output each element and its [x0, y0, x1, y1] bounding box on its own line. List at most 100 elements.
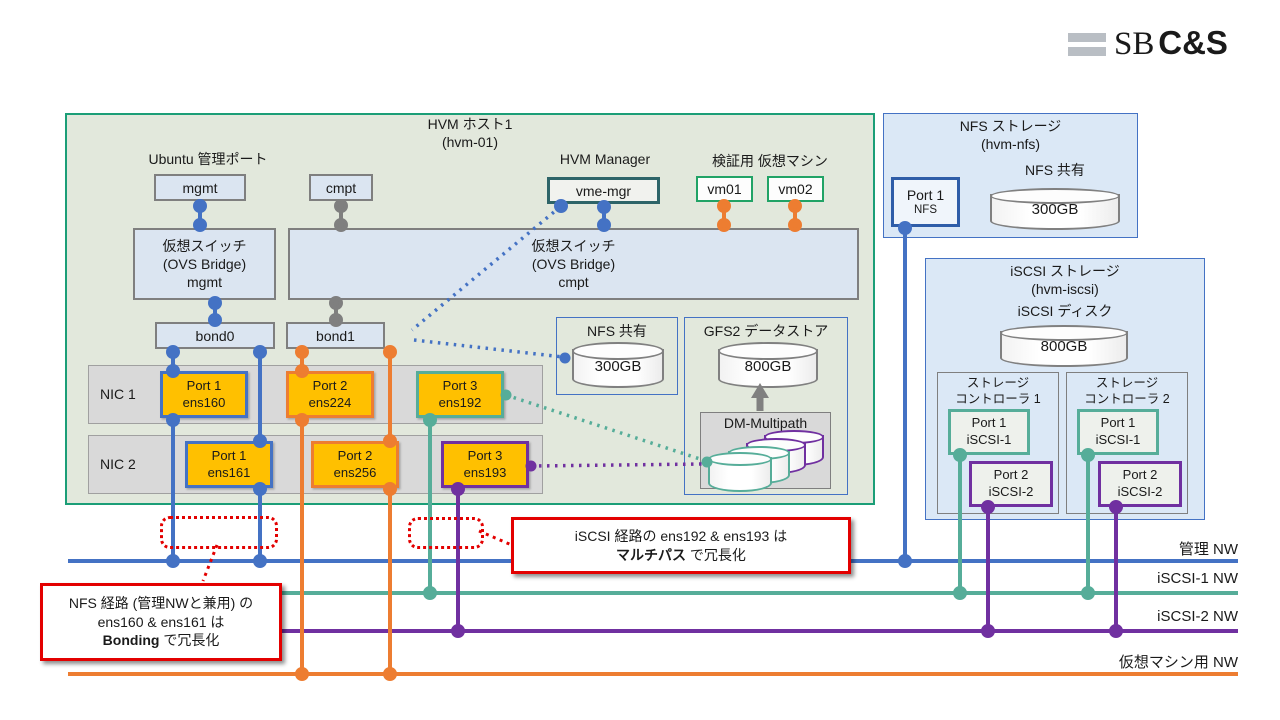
nfs-storage-cylinder: 300GB: [990, 188, 1120, 230]
iscsi-callout-line1: iSCSI 経路の ens192 & ens193 は: [574, 527, 788, 544]
ens161-l2: ens161: [207, 464, 251, 480]
bond1-box: bond1: [286, 322, 385, 349]
ens160-l2: ens160: [182, 394, 226, 410]
ctrl1-port2-box: Port 2 iSCSI-2: [969, 461, 1053, 507]
cylinder-top: [572, 342, 664, 360]
bond1-label: bond1: [316, 327, 355, 344]
ens161-l1: Port 1: [211, 447, 247, 463]
vm02-box: vm02: [767, 176, 824, 202]
iscsi-storage-title-line2: (hvm-iscsi): [1031, 280, 1099, 297]
iscsi-disk-cylinder: 800GB: [1000, 325, 1128, 367]
cmpt-port-label: cmpt: [325, 179, 357, 196]
ens224-l2: ens224: [308, 394, 352, 410]
ctrl2-port2-l2: iSCSI-2: [1117, 484, 1163, 499]
iscsi1-network-line: [68, 591, 1238, 595]
vme-mgr-box: vme-mgr: [547, 177, 660, 204]
vswitch-cmpt-l1: 仮想スイッチ: [531, 237, 616, 254]
ctrl2-l1: ストレージ: [1095, 376, 1159, 390]
vm02-label: vm02: [778, 181, 813, 197]
logo-cs: C&S: [1158, 24, 1228, 61]
vm-network-label: 仮想マシン用 NW: [1118, 654, 1238, 671]
hvm-host-title-line1: HVM ホスト1: [427, 116, 513, 132]
gfs2-cylinder: 800GB: [718, 342, 818, 388]
hvm-host-title-line2: (hvm-01): [441, 133, 498, 150]
cmpt-port-box: cmpt: [309, 174, 373, 201]
nfs-callout: NFS 経路 (管理NWと兼用) の ens160 & ens161 は Bon…: [40, 583, 282, 661]
nfs-port1-box: Port 1 NFS: [891, 177, 960, 227]
vswitch-mgmt-l2: (OVS Bridge): [162, 255, 247, 272]
multipath-cylinder: [708, 452, 772, 492]
iscsi-disk-size: 800GB: [1040, 338, 1088, 355]
logo-text: SB C&S: [1114, 24, 1228, 63]
ctrl1-l2: コントローラ 1: [955, 391, 1041, 406]
bond0-box: bond0: [155, 322, 275, 349]
nfs-port1-l1: Port 1: [906, 186, 945, 203]
iscsi-storage-title: iSCSI ストレージ (hvm-iscsi): [925, 263, 1205, 298]
nfs-callout-rest: で冗長化: [159, 632, 220, 649]
nic1-label: NIC 1: [100, 386, 136, 402]
cylinder-top: [990, 188, 1120, 204]
sbcs-logo: SB C&S: [1066, 24, 1246, 68]
host-nfs-share-size: 300GB: [594, 358, 642, 375]
mgmt-port-label: mgmt: [182, 179, 218, 196]
vm-network-line: [68, 672, 1238, 676]
ens192-l1: Port 3: [442, 377, 478, 393]
ctrl2-l2: コントローラ 2: [1084, 391, 1170, 406]
ubuntu-mgmt-port-label: Ubuntu 管理ポート: [148, 151, 268, 167]
vswitch-mgmt-l1: 仮想スイッチ: [162, 237, 247, 254]
ctrl1-port2-l1: Port 2: [993, 467, 1029, 483]
bonding-group-outline: [160, 516, 278, 549]
storage-controller2-box: [1066, 372, 1188, 514]
nfs-callout-line1: NFS 経路 (管理NWと兼用) の: [68, 594, 254, 611]
nfs-callout-bold: Bonding: [102, 632, 160, 649]
iscsi-callout: iSCSI 経路の ens192 & ens193 は マルチパス で冗長化: [511, 517, 851, 574]
vswitch-cmpt-box: 仮想スイッチ (OVS Bridge) cmpt: [288, 228, 859, 300]
cylinder-top: [718, 342, 818, 360]
vswitch-mgmt-l3: mgmt: [187, 274, 222, 291]
ctrl1-port1-l2: iSCSI-1: [966, 432, 1012, 447]
nfs-storage-title: NFS ストレージ (hvm-nfs): [883, 118, 1138, 153]
iscsi-callout-rest: で冗長化: [686, 546, 746, 563]
vm01-box: vm01: [696, 176, 753, 202]
iscsi2-network-line: [68, 629, 1238, 633]
nfs-storage-title-line2: (hvm-nfs): [980, 135, 1041, 152]
test-vm-label: 検証用 仮想マシン: [712, 153, 828, 169]
ctrl2-port2-l1: Port 2: [1122, 467, 1158, 483]
ens224-l1: Port 2: [312, 377, 348, 393]
bond0-label: bond0: [195, 327, 235, 344]
ctrl2-port2-box: Port 2 iSCSI-2: [1098, 461, 1182, 507]
iscsi-callout-line2: マルチパス で冗長化: [616, 546, 746, 565]
ctrl1-l1: ストレージ: [966, 376, 1030, 390]
nfs-storage-title-line1: NFS ストレージ: [959, 118, 1062, 134]
cylinder-top: [1000, 325, 1128, 341]
vm01-label: vm01: [707, 181, 742, 197]
nfs-port1-l2: NFS: [914, 203, 937, 216]
ens256-l2: ens256: [333, 464, 377, 480]
gfs2-size: 800GB: [744, 358, 792, 375]
iscsi2-network-label: iSCSI-2 NW: [1157, 608, 1238, 625]
logo-bar-icon: [1068, 33, 1106, 42]
host-nfs-share-title: NFS 共有: [587, 323, 647, 339]
nfs-storage-size: 300GB: [1031, 201, 1079, 218]
storage-controller2-label: ストレージ コントローラ 2: [1066, 376, 1188, 407]
nic2-label: NIC 2: [100, 456, 136, 472]
vswitch-cmpt-l3: cmpt: [558, 274, 589, 291]
logo-sb: SB: [1114, 26, 1155, 62]
ctrl1-port1-box: Port 1 iSCSI-1: [948, 409, 1030, 455]
gfs2-title: GFS2 データストア: [703, 323, 829, 339]
ctrl2-port1-l2: iSCSI-1: [1095, 432, 1141, 447]
mgmt-port-box: mgmt: [154, 174, 246, 201]
ctrl2-port1-l1: Port 1: [1100, 415, 1136, 431]
ctrl2-port1-box: Port 1 iSCSI-1: [1077, 409, 1159, 455]
vswitch-cmpt-l2: (OVS Bridge): [531, 255, 616, 272]
ctrl1-port2-l2: iSCSI-2: [988, 484, 1034, 499]
multipath-group-outline: [408, 517, 484, 549]
ens160-l1: Port 1: [186, 377, 222, 393]
hvm-host-title: HVM ホスト1 (hvm-01): [370, 116, 570, 151]
dm-multipath-label: DM-Multipath: [723, 415, 808, 431]
iscsi-callout-bold: マルチパス: [616, 546, 687, 563]
cylinder-top: [708, 452, 772, 466]
ens193-l2: ens193: [463, 464, 507, 480]
